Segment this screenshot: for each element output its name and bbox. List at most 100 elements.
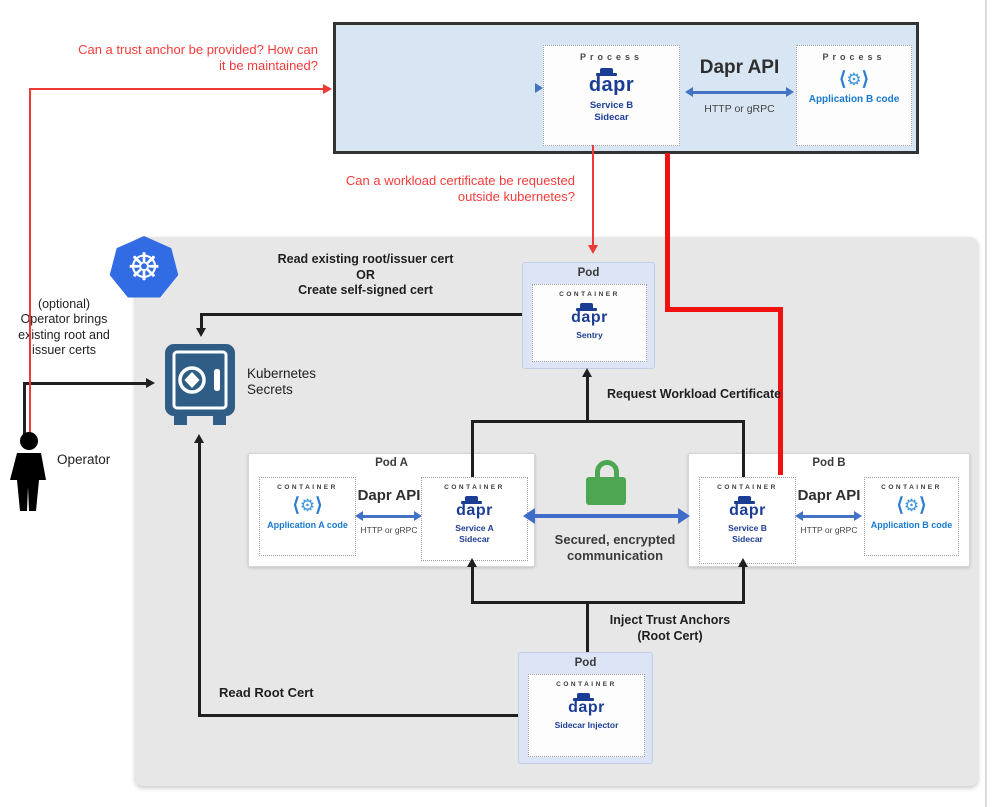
read-or-create-label: Read existing root/issuer cert OR Create… (277, 252, 454, 298)
application-code-icon: ⟨⚙⟩ (838, 69, 870, 90)
dapr-logo: dapr (589, 68, 634, 97)
dapr-api-subtitle: HTTP or gRPC (360, 525, 418, 535)
dapr-api-double-arrow-icon (795, 511, 862, 520)
dapr-logo: dapr (568, 693, 605, 717)
arrowhead-into-sentry-bottom (582, 368, 592, 377)
sentry-name: Sentry (576, 330, 603, 340)
dapr-api-title: Dapr API (357, 487, 421, 504)
service-b-container: CONTAINER dapr Service B Sidecar (699, 477, 796, 564)
line-operator-up (23, 382, 26, 434)
process-box-app-b: Process ⟨⚙⟩ Application B code (796, 45, 912, 146)
application-code-icon: ⟨⚙⟩ (292, 495, 323, 516)
line-secrets-down (200, 313, 203, 330)
pod-title: Pod (577, 267, 600, 279)
dapr-hat-icon (575, 303, 597, 311)
container-label: CONTAINER (717, 484, 778, 491)
pod-title: Pod A (375, 457, 408, 469)
thick-red-vertical-2 (778, 307, 783, 475)
service-a-container: CONTAINER dapr Service A Sidecar (421, 477, 528, 561)
pod-a: Pod A CONTAINER ⟨⚙⟩ Application A code D… (248, 453, 535, 567)
dapr-api-double-arrow-icon (685, 87, 794, 96)
line-read-root-vertical (198, 442, 201, 717)
application-code-icon: ⟨⚙⟩ (896, 495, 927, 516)
dapr-hat-icon (733, 496, 755, 504)
dapr-api-subtitle: HTTP or gRPC (800, 525, 858, 535)
secrets-safe-icon (162, 341, 238, 427)
operator-label: Operator (57, 452, 111, 467)
sidecar-name: Service B Sidecar (589, 100, 634, 124)
dapr-api-double-arrow-icon (355, 511, 422, 520)
line-inject-horizontal (471, 601, 745, 604)
arrowhead-into-service-b (738, 558, 748, 567)
lock-shackle (595, 460, 619, 478)
incoming-arrowhead-icon (535, 83, 543, 93)
container-label: CONTAINER (444, 484, 505, 491)
injector-container: CONTAINER dapr Sidecar Injector (528, 674, 645, 757)
dapr-hat-icon (595, 68, 617, 76)
process-label: Process (822, 52, 886, 62)
line-inject-to-service-a (471, 566, 474, 603)
sentry-pod: Pod CONTAINER dapr Sentry (522, 262, 655, 369)
arrowhead-into-secrets-bottom (194, 434, 204, 443)
red-arrowhead-into-sentry (588, 245, 598, 254)
dapr-logo: dapr (729, 496, 766, 520)
request-workload-cert-label: Request Workload Certificate (607, 387, 782, 401)
operator-optional-note: (optional) Operator brings existing root… (18, 297, 110, 357)
arrowhead-into-service-a (467, 558, 477, 567)
dapr-api-title: Dapr API (797, 487, 861, 504)
dapr-hat-icon (572, 693, 594, 701)
arrowhead-to-secrets-left (146, 378, 155, 388)
thick-red-horizontal (665, 307, 783, 312)
sentry-container: CONTAINER dapr Sentry (532, 284, 647, 362)
dapr-hat-icon (460, 496, 482, 504)
app-code-label: Application B code (808, 94, 900, 105)
line-request-from-service-a (471, 420, 474, 477)
red-line-to-external-box (29, 88, 325, 90)
app-b-container: CONTAINER ⟨⚙⟩ Application B code (864, 477, 959, 556)
app-code-label: Application A code (267, 520, 348, 530)
red-arrowhead-into-external-box (323, 84, 332, 94)
window-edge-line (985, 0, 987, 807)
container-label: CONTAINER (277, 484, 338, 491)
line-inject-from-injector (586, 601, 589, 652)
read-root-cert-label: Read Root Cert (219, 685, 314, 700)
dapr-api-title: Dapr API (699, 57, 780, 78)
pod-b: Pod B CONTAINER dapr Service B Sidecar D… (688, 453, 970, 567)
process-label: Process (579, 52, 644, 62)
question-trust-anchor: Can a trust anchor be provided? How can … (78, 42, 318, 73)
line-request-horizontal (471, 420, 745, 423)
container-label: CONTAINER (559, 291, 620, 298)
line-read-root-horizontal (198, 714, 518, 717)
dapr-logo: dapr (571, 303, 608, 327)
operator-person-icon (8, 432, 52, 512)
secured-communication-label: Secured, encrypted communication (554, 532, 676, 564)
line-request-center (586, 374, 589, 422)
sidecar-name: Service A Sidecar (455, 523, 494, 545)
question-workload-cert: Can a workload certificate be requested … (345, 173, 575, 204)
line-sentry-to-secrets (200, 313, 522, 316)
injector-name: Sidecar Injector (554, 720, 619, 730)
kubernetes-secrets-label: Kubernetes Secrets (247, 366, 317, 398)
kubernetes-icon: ☸ (109, 236, 179, 298)
thick-red-vertical-1 (665, 153, 670, 310)
lock-body (586, 477, 626, 505)
arrowhead-into-secrets-top (196, 328, 206, 337)
line-inject-to-service-b (742, 566, 745, 603)
app-code-label: Application B code (870, 520, 953, 530)
container-label: CONTAINER (881, 484, 942, 491)
red-line-operator-vertical (29, 88, 31, 432)
line-operator-to-secrets (23, 382, 147, 385)
lock-icon (586, 460, 628, 505)
app-a-container: CONTAINER ⟨⚙⟩ Application A code (259, 477, 356, 556)
inject-trust-anchors-label: Inject Trust Anchors (Root Cert) (609, 613, 731, 643)
red-line-service-b-to-sentry (592, 145, 594, 247)
pod-title: Pod (574, 657, 597, 669)
sidecar-name: Service B Sidecar (728, 523, 767, 545)
pod-title: Pod B (812, 457, 846, 469)
container-label: CONTAINER (556, 681, 617, 688)
helm-wheel-icon: ☸ (126, 247, 162, 289)
secured-channel-double-arrow-icon (523, 508, 690, 524)
sidecar-injector-pod: Pod CONTAINER dapr Sidecar Injector (518, 652, 653, 764)
process-box-service-b: Process dapr Service B Sidecar (543, 45, 680, 146)
